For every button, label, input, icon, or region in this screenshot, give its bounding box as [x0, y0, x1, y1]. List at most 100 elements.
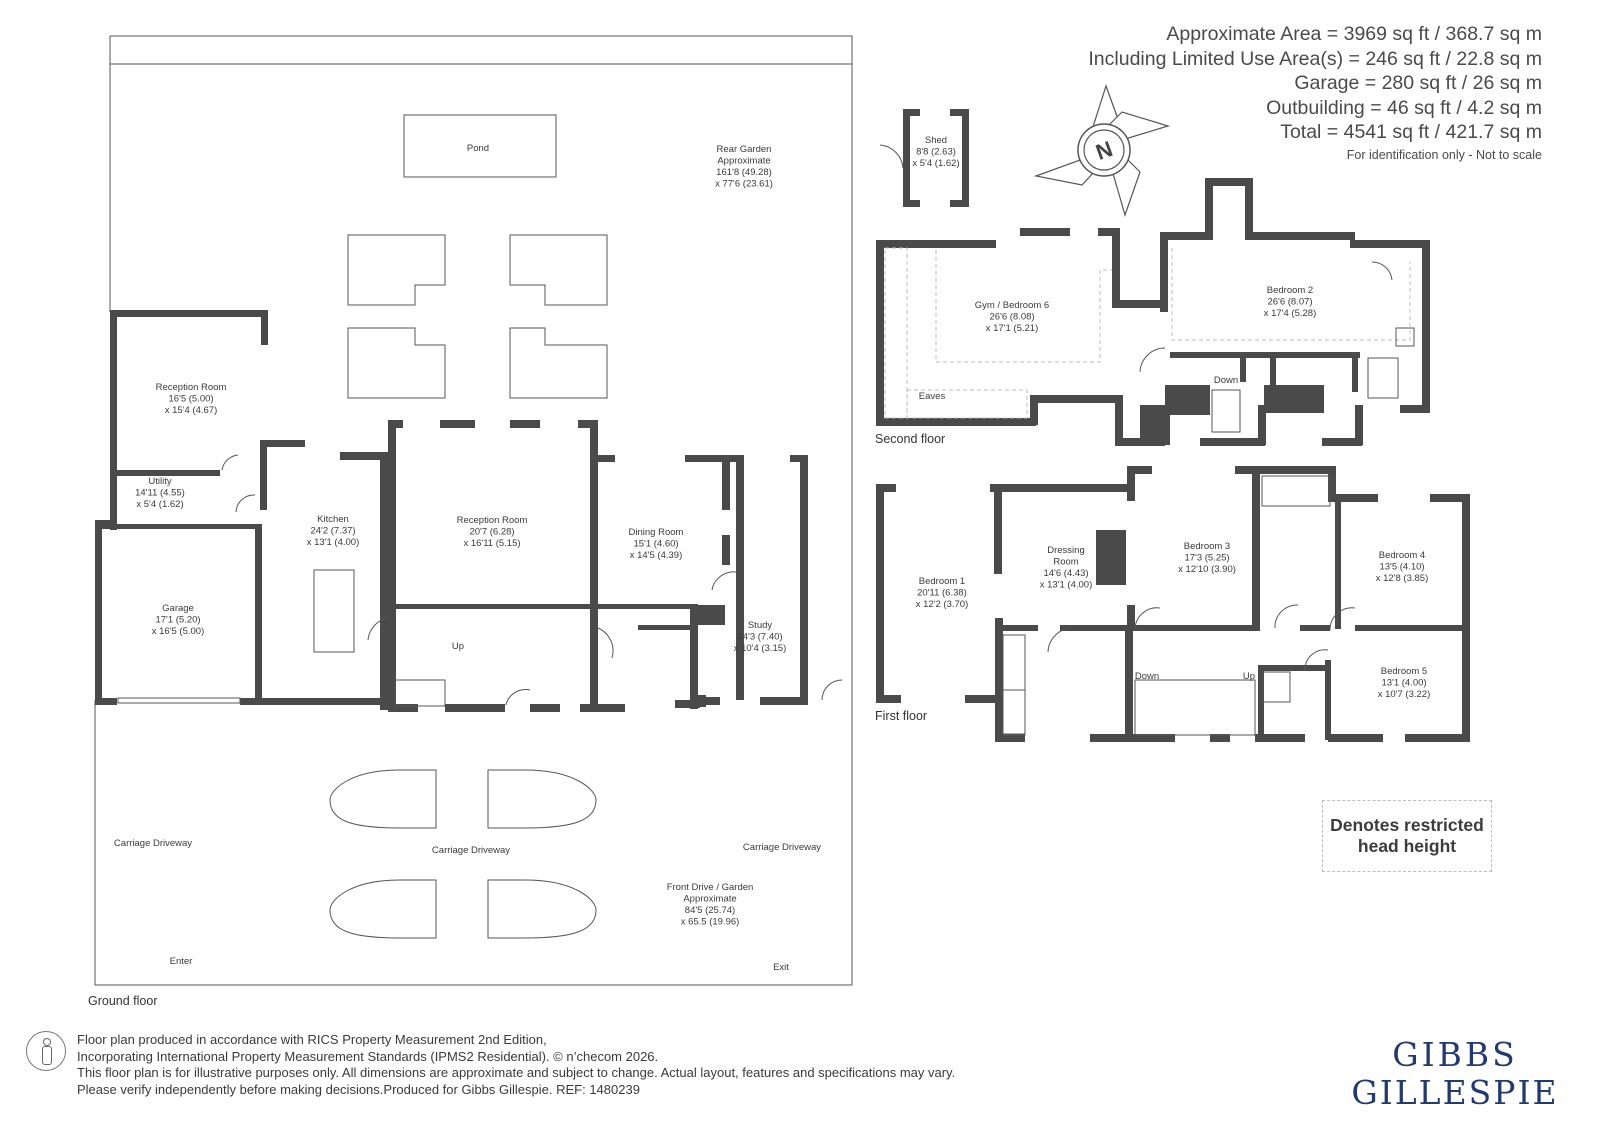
room-label-line: 26'6 (8.08): [989, 312, 1034, 323]
room-label-line: Bedroom 2: [1267, 285, 1313, 296]
footer-line1: Floor plan produced in accordance with R…: [77, 1032, 547, 1047]
room-label-line: x 13'1 (4.00): [307, 537, 360, 548]
second-floor-label: Second floor: [875, 432, 946, 446]
room-label-line: x 12'2 (3.70): [916, 599, 969, 610]
room-label-line: Enter: [170, 956, 193, 967]
second-floor-plan: [876, 178, 1430, 446]
room-label-line: Approximate: [683, 894, 736, 905]
room-label-line: 26'6 (8.07): [1267, 297, 1312, 308]
room-label-line: Down: [1135, 671, 1159, 682]
room-label-line: 14'6 (4.43): [1043, 568, 1088, 579]
room-label-line: Approximate: [717, 156, 770, 167]
ground-floor-plan: [94, 35, 853, 986]
room-label-line: Bedroom 4: [1379, 550, 1425, 561]
room-label-line: x 10'7 (3.22): [1378, 689, 1431, 700]
area-note: For identification only - Not to scale: [1346, 147, 1542, 162]
eaves-label: Eaves: [919, 391, 946, 402]
restricted-head-height-legend: Denotes restricted head height: [1322, 800, 1492, 872]
gibbs-gillespie-logo: GIBBS GILLESPIE: [1340, 1036, 1570, 1112]
brand-line2: GILLESPIE: [1351, 1073, 1559, 1112]
stairs-down-second-label: Down: [1214, 375, 1238, 386]
room-label-line: Reception Room: [457, 515, 528, 526]
room-label-line: 17'1 (5.20): [155, 615, 200, 626]
room-label-line: Dining Room: [629, 527, 684, 538]
room-label-line: x 5'4 (1.62): [912, 158, 959, 169]
room-label-line: Dressing: [1047, 545, 1085, 556]
first-floor-plan: [876, 466, 1470, 742]
room-label-line: 24'2 (7.37): [310, 526, 355, 537]
room-label-line: 20'11 (6.38): [917, 588, 967, 599]
first-floor-label: First floor: [875, 709, 928, 723]
room-label-line: Reception Room: [156, 382, 227, 393]
compass-rose-icon: N: [1033, 84, 1171, 217]
room-label-line: Shed: [925, 135, 947, 146]
room-label-line: 8'8 (2.63): [916, 147, 956, 158]
room-label-line: Bedroom 5: [1381, 666, 1427, 677]
legend-line2: head height: [1357, 836, 1457, 856]
area-total: Total = 4541 sq ft / 421.7 sq m: [1280, 121, 1542, 144]
stairs-down-first-label: Down: [1135, 671, 1159, 682]
stairs-up-ground-label: Up: [452, 641, 464, 652]
carriage-driveway-center-label: Carriage Driveway: [432, 845, 510, 856]
carriage-driveway-left-label: Carriage Driveway: [114, 838, 192, 849]
legend-line1: Denotes restricted: [1330, 815, 1484, 835]
room-label-line: 14'11 (4.55): [135, 488, 185, 499]
room-label-line: x 5'4 (1.62): [136, 499, 183, 510]
room-label-line: Gym / Bedroom 6: [975, 300, 1049, 311]
area-limited-use: Including Limited Use Area(s) = 246 sq f…: [1088, 47, 1542, 70]
exit-label: Exit: [773, 962, 789, 973]
area-approximate: Approximate Area = 3969 sq ft / 368.7 sq…: [1166, 23, 1542, 45]
room-label-line: Front Drive / Garden: [667, 882, 754, 893]
room-label-line: x 10'4 (3.15): [734, 643, 787, 654]
room-label-line: x 77'6 (23.61): [715, 179, 773, 190]
area-garage: Garage = 280 sq ft / 26 sq m: [1294, 72, 1542, 95]
enter-label: Enter: [170, 956, 193, 967]
room-label-line: 24'3 (7.40): [737, 632, 782, 643]
footer-line3: This floor plan is for illustrative purp…: [77, 1065, 956, 1080]
room-label-line: x 13'1 (4.00): [1040, 580, 1093, 591]
room-label-line: Carriage Driveway: [743, 842, 821, 853]
room-label-line: 13'1 (4.00): [1381, 678, 1426, 689]
ground-floor-label: Ground floor: [88, 994, 158, 1008]
room-label-line: x 15'4 (4.67): [165, 405, 218, 416]
room-label-line: Up: [452, 641, 464, 652]
room-label-line: Exit: [773, 962, 789, 973]
footer-line4: Please verify independently before makin…: [77, 1081, 640, 1097]
disclaimer-footer: Floor plan produced in accordance with R…: [77, 1032, 955, 1098]
room-label-line: x 16'11 (5.15): [463, 538, 520, 549]
room-label-line: Down: [1214, 375, 1238, 386]
area-outbuilding: Outbuilding = 46 sq ft / 4.2 sq m: [1266, 96, 1542, 119]
person-scale-icon: [26, 1031, 66, 1071]
room-label-line: x 14'5 (4.39): [630, 550, 683, 561]
room-label-line: Carriage Driveway: [114, 838, 192, 849]
room-label-line: Rear Garden: [717, 144, 772, 155]
room-label-line: Bedroom 1: [919, 576, 965, 587]
room-label-line: x 65.5 (19.96): [681, 917, 740, 928]
room-label-line: Carriage Driveway: [432, 845, 510, 856]
shed-plan: [879, 109, 969, 207]
room-label-line: 17'3 (5.25): [1184, 553, 1229, 564]
room-label-line: 16'5 (5.00): [168, 394, 213, 405]
room-label-line: x 17'4 (5.28): [1264, 308, 1317, 319]
room-label-line: x 16'5 (5.00): [152, 626, 205, 637]
room-label-line: Bedroom 3: [1184, 541, 1230, 552]
room-label-line: x 12'8 (3.85): [1376, 573, 1429, 584]
room-label-line: x 17'1 (5.21): [986, 323, 1039, 334]
